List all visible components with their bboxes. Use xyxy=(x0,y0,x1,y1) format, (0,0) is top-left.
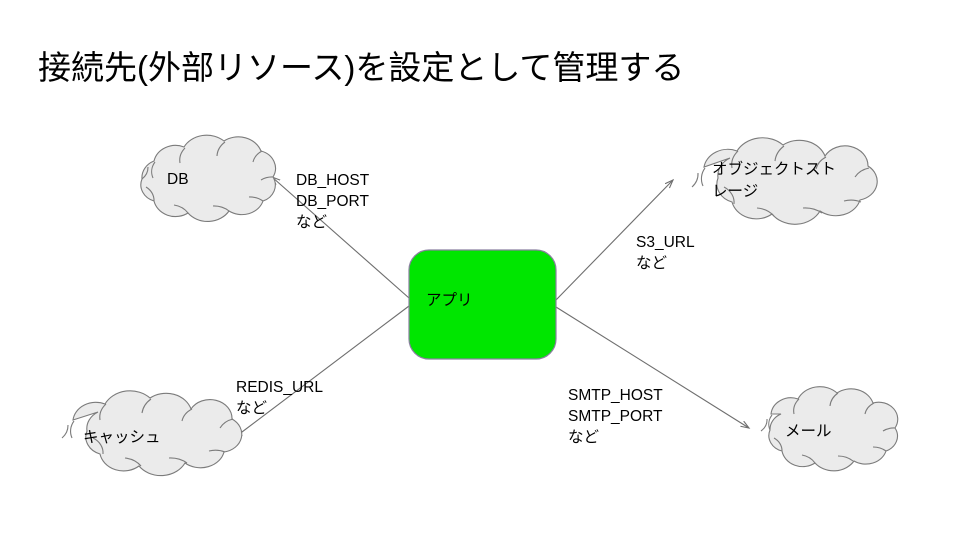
edge-label-mail-line3: など xyxy=(568,428,600,446)
edge-label-mail: SMTP_HOST SMTP_PORT など xyxy=(568,387,663,446)
edge-label-db: DB_HOST DB_PORT など xyxy=(296,172,370,231)
node-cache[interactable]: キャッシュ xyxy=(61,390,243,477)
edge-label-cache-line2: など xyxy=(236,399,268,417)
node-label-db: DB xyxy=(167,171,189,188)
connector-group xyxy=(234,177,749,438)
node-object-storage[interactable]: オブジェクトスト レージ xyxy=(691,137,878,225)
edge-label-object-storage-line1: S3_URL xyxy=(636,234,695,251)
node-label-cache: キャッシュ xyxy=(83,429,161,446)
edge-label-object-storage-line2: など xyxy=(636,254,668,272)
node-mail[interactable]: メール xyxy=(760,386,899,472)
edge-label-cache-line1: REDIS_URL xyxy=(236,379,323,396)
edge-label-db-line3: など xyxy=(296,213,328,231)
edge-label-db-line1: DB_HOST xyxy=(296,172,370,189)
connector-app-to-object-storage xyxy=(555,180,673,301)
node-app[interactable]: アプリ xyxy=(408,249,557,360)
node-label-mail: メール xyxy=(785,423,832,440)
connector-app-to-mail xyxy=(555,306,749,428)
edge-label-object-storage: S3_URL など xyxy=(636,234,695,272)
node-label-app: アプリ xyxy=(426,291,473,309)
connector-app-to-cache xyxy=(234,305,410,438)
edge-label-mail-line2: SMTP_PORT xyxy=(568,408,663,425)
node-label-object-storage-line2: レージ xyxy=(712,183,758,200)
edge-label-db-line2: DB_PORT xyxy=(296,193,369,210)
page-title: 接続先(外部リソース)を設定として管理する xyxy=(38,49,685,86)
edge-label-cache: REDIS_URL など xyxy=(236,379,323,417)
node-label-object-storage-line1: オブジェクトスト xyxy=(712,159,836,178)
app-box-shape xyxy=(408,249,557,360)
edge-label-mail-line1: SMTP_HOST xyxy=(568,387,663,404)
connector-app-to-db xyxy=(272,177,410,299)
node-db[interactable]: DB xyxy=(140,134,277,222)
